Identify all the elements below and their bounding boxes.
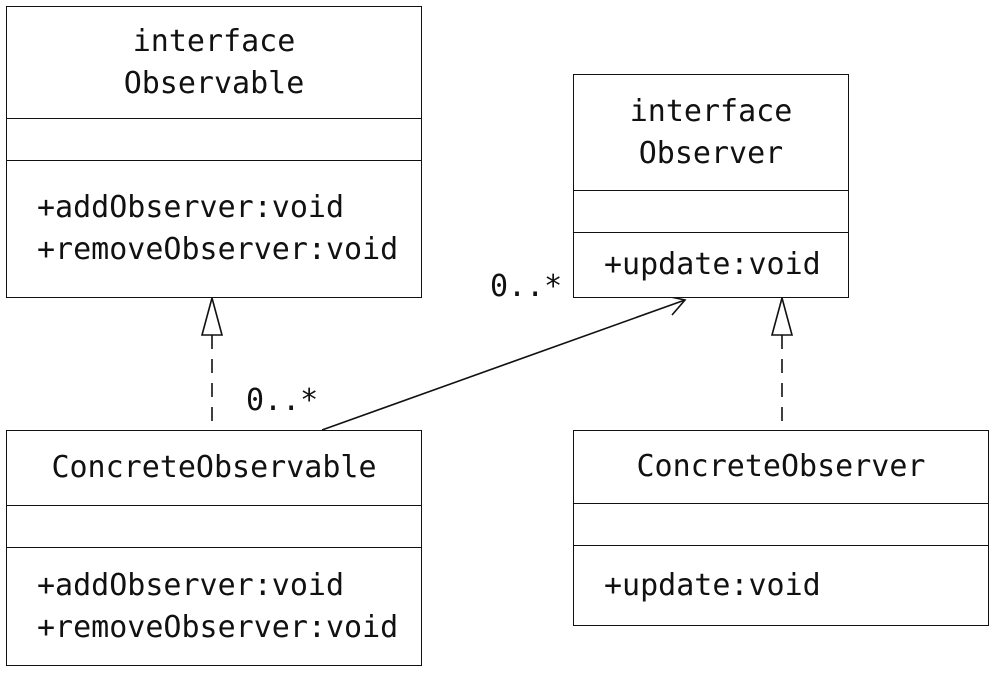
class-concrete-observable[interactable]: ConcreteObservable +addObserver:void +re… <box>6 430 422 666</box>
class-observable-name: Observable <box>123 65 305 101</box>
class-concrete-observer-attributes <box>574 503 988 545</box>
realization-arrowhead-observable <box>200 294 224 336</box>
class-observer-attributes <box>574 190 848 232</box>
method-update: +update:void <box>604 247 821 282</box>
method-add-observer: +addObserver:void <box>37 190 345 225</box>
class-observer-methods: +update:void <box>574 232 848 297</box>
class-concrete-observable-header: ConcreteObservable <box>7 431 421 505</box>
class-concrete-observer-header: ConcreteObserver <box>574 431 988 503</box>
class-observable[interactable]: interface Observable +addObserver:void +… <box>6 6 422 298</box>
association-target-multiplicity: 0..* <box>490 269 563 304</box>
realization-arrowhead-observer <box>770 294 794 336</box>
class-observer-name: Observer <box>638 135 784 171</box>
class-concrete-observer[interactable]: ConcreteObserver +update:void <box>573 430 989 626</box>
association-line <box>321 299 686 431</box>
method-remove-observer: +removeObserver:void <box>37 609 399 645</box>
class-concrete-observable-attributes <box>7 505 421 547</box>
class-observable-methods: +addObserver:void +removeObserver:void <box>7 160 421 297</box>
class-observer-header: interface Observer <box>574 75 848 190</box>
method-remove-observer: +removeObserver:void <box>37 232 399 267</box>
class-observer[interactable]: interface Observer +update:void <box>573 74 849 298</box>
class-observer-stereotype: interface <box>629 93 793 129</box>
class-observable-header: interface Observable <box>7 7 421 118</box>
association-source-multiplicity: 0..* <box>246 383 319 418</box>
class-concrete-observable-name: ConcreteObservable <box>51 450 377 485</box>
class-observable-stereotype: interface <box>132 23 296 59</box>
class-concrete-observer-name: ConcreteObserver <box>636 449 926 484</box>
class-concrete-observable-methods: +addObserver:void +removeObserver:void <box>7 547 421 665</box>
class-observable-attributes <box>7 118 421 160</box>
class-concrete-observer-methods: +update:void <box>574 545 988 625</box>
method-update: +update:void <box>604 567 821 603</box>
method-add-observer: +addObserver:void <box>37 567 345 603</box>
